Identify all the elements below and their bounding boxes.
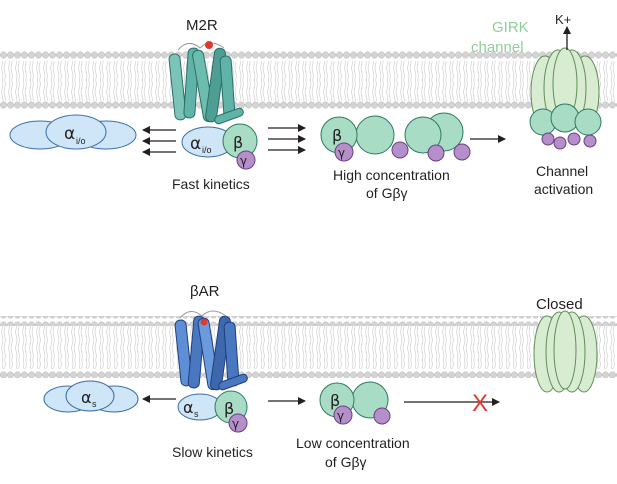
svg-text:α: α: [190, 134, 201, 154]
svg-text:β: β: [330, 391, 340, 410]
girk-channel-open: [529, 47, 602, 150]
ligand-dot-bottom: [200, 318, 208, 326]
bar-receptor: [174, 310, 248, 391]
svg-text:β: β: [224, 399, 234, 418]
girk-label: GIRK: [492, 19, 529, 36]
top-membrane: [0, 51, 617, 111]
high-concentration-line1: High concentration: [333, 167, 450, 183]
closed-label: Closed: [536, 296, 583, 313]
top-right-arrows: [268, 124, 306, 154]
gbg-pool-low: β γ: [319, 381, 391, 425]
svg-text:γ: γ: [338, 146, 345, 160]
svg-text:i/o: i/o: [202, 145, 212, 155]
channel-activation-line2: activation: [534, 181, 593, 197]
svg-text:s: s: [194, 409, 199, 419]
gbg-pool-high: β γ: [320, 112, 471, 162]
slow-kinetics-label: Slow kinetics: [172, 444, 253, 460]
heterotrimer-top: α i/o β γ: [181, 123, 258, 170]
svg-text:β: β: [332, 126, 342, 145]
svg-text:β: β: [233, 133, 243, 152]
high-concentration-line2: of Gβγ: [366, 185, 408, 201]
k-ion-label: K+: [555, 12, 571, 27]
svg-text:γ: γ: [337, 409, 344, 423]
svg-text:γ: γ: [240, 154, 247, 168]
alpha-io-free: α i/o: [9, 114, 137, 150]
alpha-s-free: α s: [43, 380, 139, 413]
low-concentration-line2: of Gβγ: [325, 454, 367, 470]
top-left-arrows: [142, 126, 176, 156]
channel-label: channel: [471, 39, 524, 56]
fast-kinetics-label: Fast kinetics: [172, 176, 250, 192]
bottom-membrane: [0, 316, 617, 378]
girk-channel-closed: [533, 310, 598, 393]
block-mark: X: [472, 390, 488, 417]
svg-text:α: α: [183, 398, 194, 417]
m2r-receptor: [168, 41, 244, 125]
alpha-symbol: α: [64, 124, 75, 144]
channel-activation-line1: Channel: [536, 163, 588, 179]
svg-text:s: s: [92, 399, 97, 409]
ligand-dot: [205, 41, 213, 49]
svg-text:α: α: [81, 388, 92, 407]
low-concentration-line1: Low concentration: [296, 435, 410, 451]
bar-label: βAR: [190, 283, 220, 300]
heterotrimer-bottom: α s β γ: [177, 390, 248, 433]
m2r-label: M2R: [186, 17, 218, 34]
svg-text:γ: γ: [232, 417, 239, 431]
alpha-subscript: i/o: [76, 136, 86, 146]
